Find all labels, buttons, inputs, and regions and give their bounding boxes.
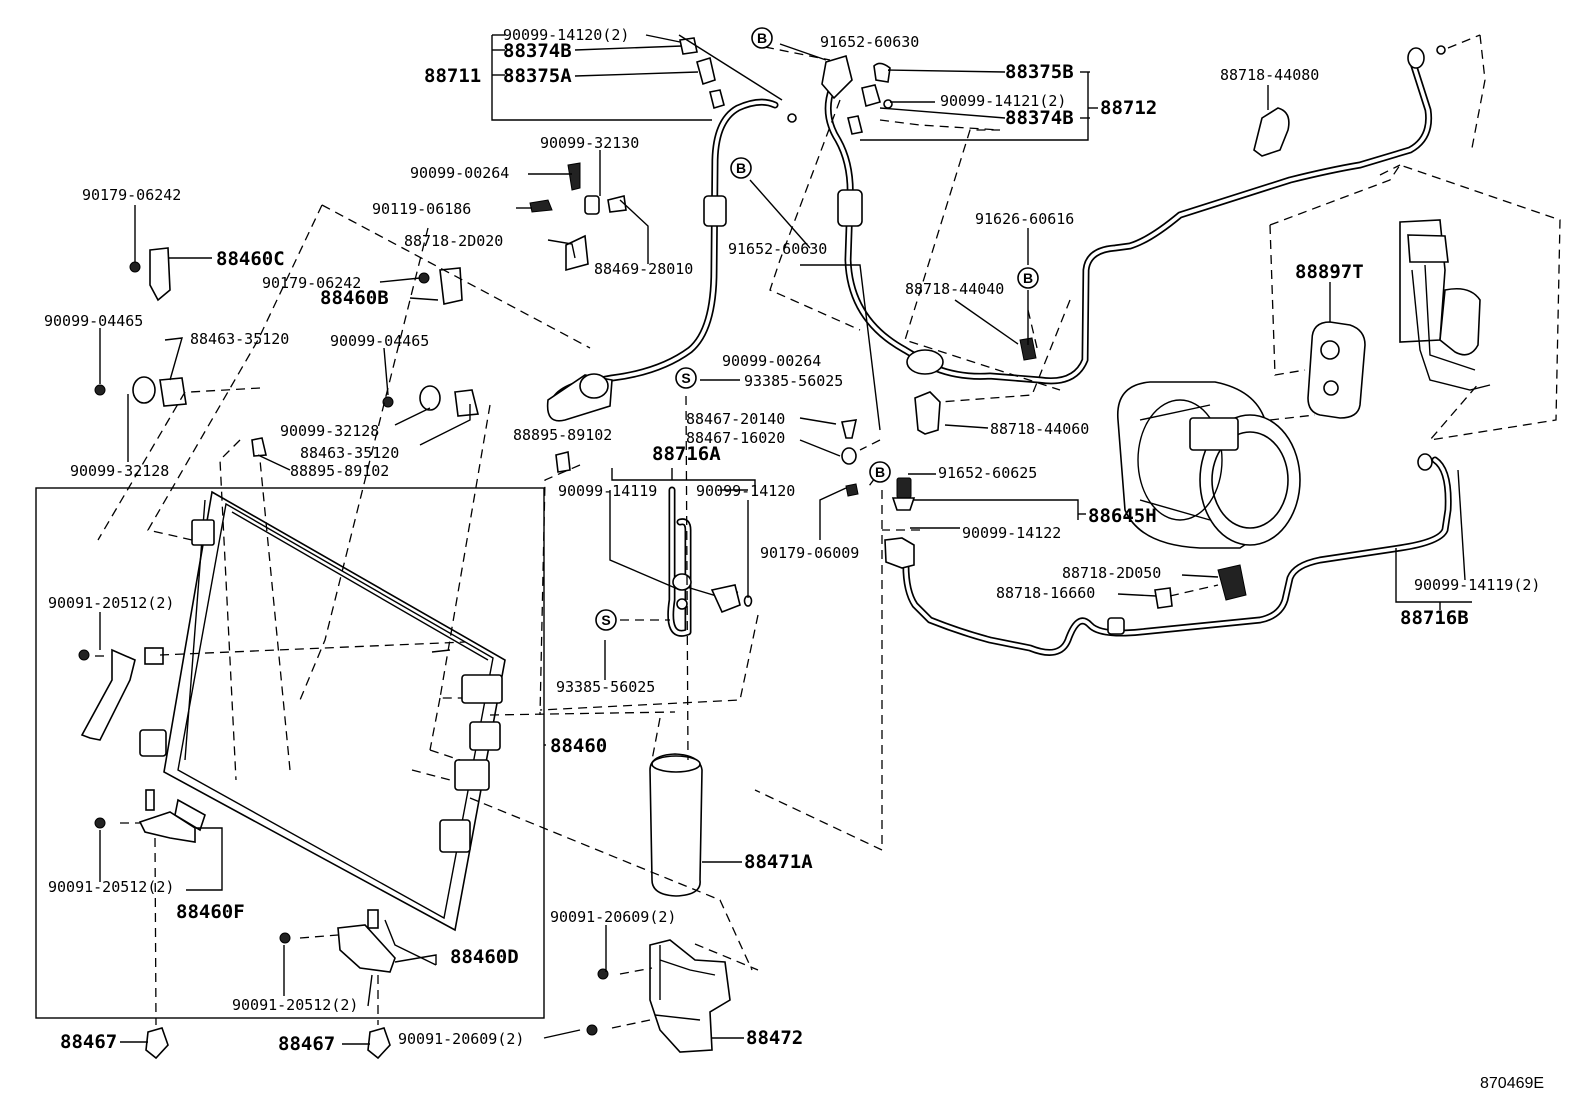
diagram-reference-id: 870469E [1480, 1075, 1544, 1092]
condenser-group-box [35, 487, 545, 1019]
label-88469-28010: 88469-28010 [594, 260, 693, 278]
label-88716B: 88716B [1400, 607, 1469, 629]
bracket-88460D [337, 909, 396, 973]
svg-text:B: B [757, 30, 767, 46]
receiver-dryer-88471A [649, 753, 703, 897]
label-90099-04465-a: 90099-04465 [44, 312, 143, 330]
label-88463-35120-a: 88463-35120 [190, 330, 289, 348]
label-88467-a: 88467 [60, 1031, 117, 1053]
label-88463-35120-b: 88463-35120 [300, 444, 399, 462]
marker-s-1: S [675, 367, 697, 389]
label-90099-14122: 90099-14122 [962, 524, 1061, 542]
compressor [1117, 381, 1301, 549]
label-88467-20140: 88467-20140 [686, 410, 785, 428]
label-91626-60616: 91626-60616 [975, 210, 1074, 228]
dashed-guide-lines [95, 34, 1561, 1029]
label-88460C: 88460C [216, 248, 285, 270]
small-parts [78, 37, 1446, 1060]
label-88716A: 88716A [652, 443, 721, 465]
label-88712: 88712 [1100, 97, 1157, 119]
label-91652-60625: 91652-60625 [938, 464, 1037, 482]
dryer-bracket-88472 [649, 939, 731, 1053]
label-88718-16660: 88718-16660 [996, 584, 1095, 602]
label-88895-89102-b: 88895-89102 [513, 426, 612, 444]
svg-text:B: B [736, 160, 746, 176]
label-88460F: 88460F [176, 901, 245, 923]
marker-b-3: B [1017, 267, 1039, 289]
label-90099-14121-2: 90099-14121(2) [940, 92, 1066, 110]
svg-text:B: B [875, 464, 885, 480]
label-88645H: 88645H [1088, 505, 1157, 527]
label-88467-b: 88467 [278, 1033, 335, 1055]
label-90091-20609-2-a: 90091-20609(2) [550, 908, 676, 926]
circled-markers: B B B B S S [595, 27, 1039, 631]
label-90179-06242-a: 90179-06242 [82, 186, 181, 204]
label-88460B: 88460B [320, 287, 389, 309]
marker-b-1: B [751, 27, 773, 49]
marker-b-4: B [869, 461, 891, 483]
label-90099-00264-a: 90099-00264 [410, 164, 509, 182]
liquid-tube-88716A [667, 486, 753, 637]
condenser-assembly [35, 487, 545, 1019]
label-88718-2D050: 88718-2D050 [1062, 564, 1161, 582]
label-88711: 88711 [424, 65, 481, 87]
label-90099-14120-2: 90099-14120(2) [503, 26, 629, 44]
label-88374B-a: 88374B [503, 40, 572, 62]
label-88374B-b: 88374B [1005, 107, 1074, 129]
bracket-88460F [80, 647, 206, 843]
label-88375B: 88375B [1005, 61, 1074, 83]
leader-lines [99, 34, 1472, 1045]
label-90119-06186: 90119-06186 [372, 200, 471, 218]
pressure-switch-88645H [884, 477, 916, 569]
marker-s-2: S [595, 609, 617, 631]
label-90099-04465-b: 90099-04465 [330, 332, 429, 350]
label-88895-89102-a: 88895-89102 [290, 462, 389, 480]
module-88897T [1307, 219, 1491, 419]
discharge-hose-88711 [546, 98, 779, 422]
label-88460: 88460 [550, 735, 607, 757]
label-90099-32130: 90099-32130 [540, 134, 639, 152]
label-90099-14120-b: 90099-14120 [696, 482, 795, 500]
svg-text:S: S [601, 612, 610, 628]
label-88718-2D020: 88718-2D020 [404, 232, 503, 250]
label-90179-06009: 90179-06009 [760, 544, 859, 562]
label-90091-20512-2-b: 90091-20512(2) [48, 878, 174, 896]
label-91652-60630-b: 91652-60630 [728, 240, 827, 258]
svg-text:B: B [1023, 270, 1033, 286]
label-90099-32128-a: 90099-32128 [280, 422, 379, 440]
part-labels: 90099-14120(2) 88374B 88711 88375A 91652… [44, 26, 1544, 1092]
label-88375A: 88375A [503, 65, 572, 87]
label-90091-20609-2-b: 90091-20609(2) [398, 1030, 524, 1048]
label-90091-20512-2-c: 90091-20512(2) [232, 996, 358, 1014]
label-88460D: 88460D [450, 946, 519, 968]
label-90179-06242-b: 90179-06242 [262, 274, 361, 292]
svg-text:S: S [681, 370, 690, 386]
label-93385-56025-a: 93385-56025 [744, 372, 843, 390]
label-90099-32128-b: 90099-32128 [70, 462, 169, 480]
suction-hose-88712 [821, 47, 1433, 385]
label-90099-14119: 90099-14119 [558, 482, 657, 500]
label-90099-14119-2: 90099-14119(2) [1414, 576, 1540, 594]
marker-b-2: B [730, 157, 752, 179]
liquid-tube-88716B [902, 453, 1452, 656]
label-88718-44060: 88718-44060 [990, 420, 1089, 438]
label-88897T: 88897T [1295, 261, 1364, 283]
label-90099-00264-b: 90099-00264 [722, 352, 821, 370]
label-88471A: 88471A [744, 851, 813, 873]
label-88718-44080: 88718-44080 [1220, 66, 1319, 84]
label-88472: 88472 [746, 1027, 803, 1049]
label-90091-20512-2-a: 90091-20512(2) [48, 594, 174, 612]
label-88467-16020: 88467-16020 [686, 429, 785, 447]
label-88718-44040: 88718-44040 [905, 280, 1004, 298]
label-91652-60630-a: 91652-60630 [820, 33, 919, 51]
label-93385-56025-b: 93385-56025 [556, 678, 655, 696]
